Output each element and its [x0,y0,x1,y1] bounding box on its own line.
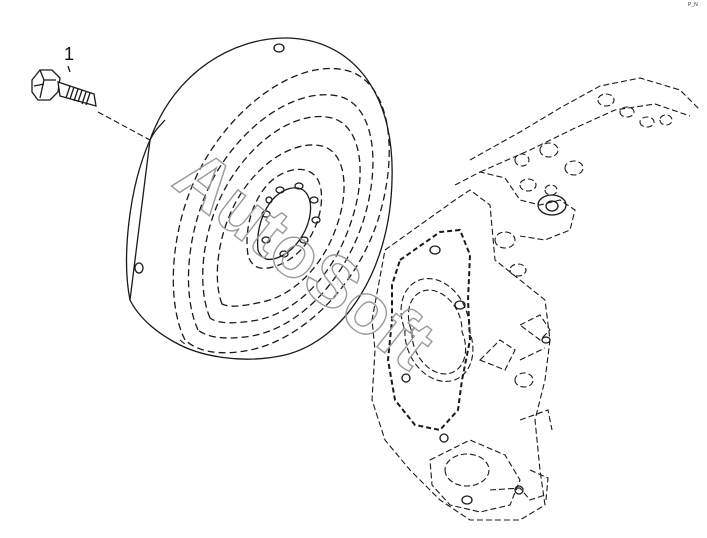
engine-block-drawing [371,77,701,521]
callout-number: 1 [64,44,75,64]
flywheel-drawing [125,37,393,360]
bolt-icon [31,65,151,141]
corner-mark: P_N [688,2,698,8]
